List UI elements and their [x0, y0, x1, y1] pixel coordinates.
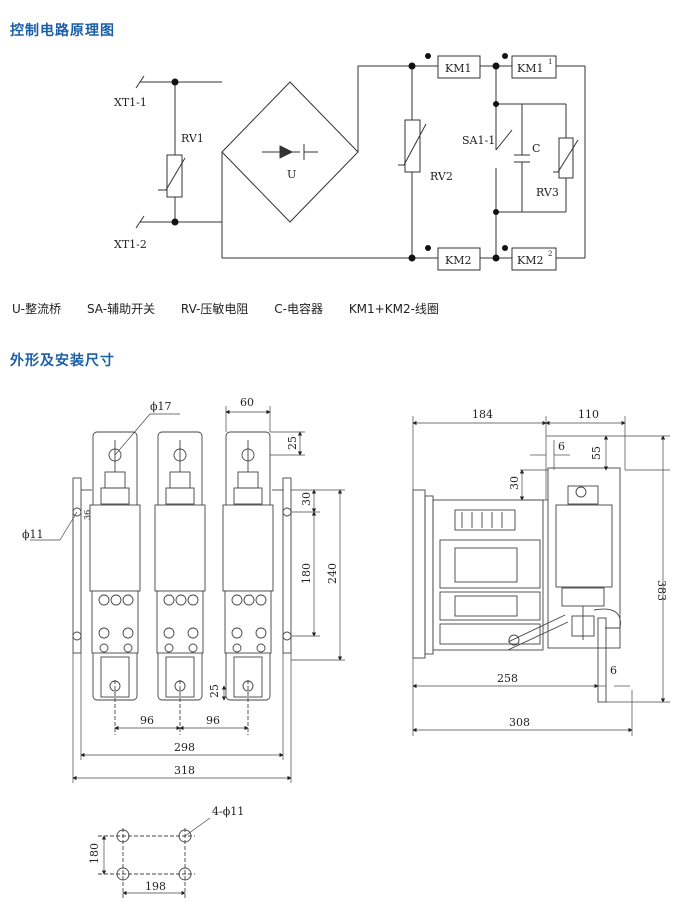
dim-180-front: 180	[300, 563, 313, 584]
dim-6-bottom: 6	[610, 664, 617, 677]
km2-coil	[437, 247, 481, 271]
dim-36: 36	[83, 510, 92, 520]
dim-198: 198	[145, 880, 166, 893]
dim-55: 55	[590, 446, 603, 460]
km1-aux	[511, 55, 557, 79]
circuit-heading: 控制电路原理图	[10, 23, 115, 39]
dim-184: 184	[472, 408, 493, 421]
rv2-varistor	[404, 119, 421, 173]
rv3-varistor	[558, 137, 574, 179]
dim-holes: 4-ϕ11	[212, 805, 244, 818]
dim-25-bottom: 25	[208, 684, 221, 698]
label-km1-aux: KM1	[517, 62, 543, 75]
km2-aux	[511, 247, 557, 271]
dim-30-side: 30	[508, 476, 521, 490]
side-dimensions	[412, 416, 670, 736]
circuit-diagram	[135, 55, 586, 271]
dim-6-top: 6	[558, 440, 565, 453]
dim-383: 383	[655, 580, 668, 601]
label-rv3: RV3	[536, 186, 559, 199]
label-km2: KM2	[445, 254, 471, 267]
label-km2-aux: KM2	[517, 254, 543, 267]
dimensions-heading: 外形及安装尺寸	[10, 353, 115, 369]
legend-item: U-整流桥	[12, 302, 62, 316]
dim-phi11: ϕ11	[22, 528, 44, 541]
label-km2-aux-sup: 2	[548, 250, 552, 258]
junction-dots	[171, 53, 508, 262]
label-km1: KM1	[445, 62, 471, 75]
legend-item: KM1+KM2-线圈	[348, 302, 439, 316]
dim-96-right: 96	[206, 714, 220, 727]
dim-240: 240	[326, 563, 339, 584]
legend-item: C-电容器	[274, 302, 323, 316]
label-xt1-1: XT1-1	[114, 96, 147, 109]
dim-96-left: 96	[140, 714, 154, 727]
dim-phi17: ϕ17	[150, 400, 172, 413]
label-rv1: RV1	[181, 132, 204, 145]
dim-308: 308	[509, 716, 530, 729]
dim-30-front: 30	[300, 492, 313, 506]
front-view	[72, 431, 292, 735]
dim-318: 318	[174, 764, 195, 777]
dim-298: 298	[174, 741, 195, 754]
km1-coil	[437, 55, 481, 79]
legend-item: SA-辅助开关	[86, 302, 156, 316]
mounting-layout	[98, 817, 211, 898]
dim-180-mount: 180	[88, 843, 101, 864]
label-u: U	[287, 168, 296, 181]
legend: U-整流桥 SA-辅助开关 RV-压敏电阻 C-电容器 KM1+KM2-线圈	[12, 300, 461, 317]
pole-3	[222, 431, 274, 701]
front-dimensions	[30, 406, 345, 783]
label-sa1-1: SA1-1	[462, 134, 495, 147]
label-rv2: RV2	[430, 170, 453, 183]
pole-2	[154, 431, 206, 701]
side-view	[412, 467, 621, 703]
legend-item: RV-压敏电阻	[180, 302, 249, 316]
label-km1-aux-sup: 1	[548, 58, 552, 66]
label-c: C	[532, 142, 540, 155]
label-xt1-2: XT1-2	[114, 238, 147, 251]
dim-25-top: 25	[286, 436, 299, 450]
dim-258: 258	[497, 672, 518, 685]
dim-60: 60	[240, 396, 254, 409]
dim-110: 110	[578, 408, 599, 421]
pole-1	[89, 431, 141, 701]
